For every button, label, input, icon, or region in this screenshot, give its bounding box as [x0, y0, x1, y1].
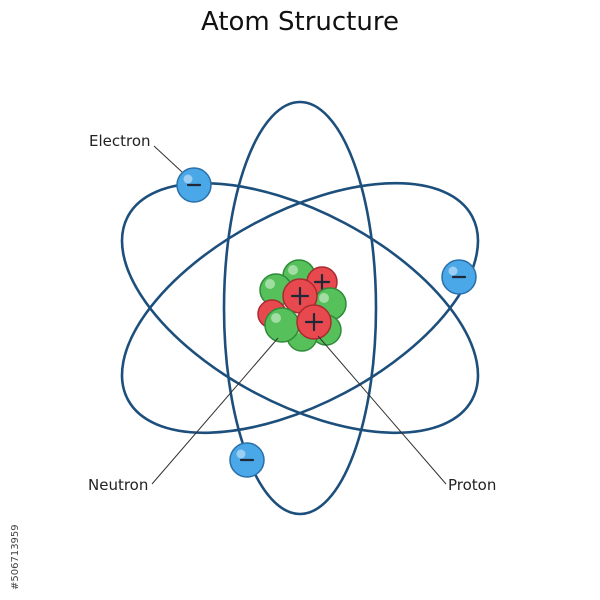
neutron-leader-line — [151, 337, 279, 485]
proton-label: Proton — [448, 476, 496, 494]
electron-label: Electron — [89, 132, 151, 150]
neutron — [264, 307, 300, 343]
electron-right — [441, 259, 477, 295]
orbit-tilted-left — [120, 181, 480, 435]
orbits — [120, 100, 480, 516]
electron-leader-line — [153, 145, 183, 173]
orbit-vertical — [222, 100, 378, 516]
plus-sign — [290, 286, 310, 306]
electron-bottom — [229, 442, 265, 478]
orbit-tilted-right — [120, 181, 480, 435]
stock-image-id: #506713959 — [10, 524, 21, 590]
proton — [296, 304, 332, 340]
diagram-title: Atom Structure — [201, 7, 399, 37]
proton-leader-line — [317, 335, 447, 485]
nucleus — [257, 259, 347, 352]
neutron-label: Neutron — [88, 476, 148, 494]
plus-sign — [313, 273, 331, 291]
electron-top-left — [176, 167, 212, 203]
proton — [282, 278, 318, 314]
plus-sign — [304, 312, 324, 332]
